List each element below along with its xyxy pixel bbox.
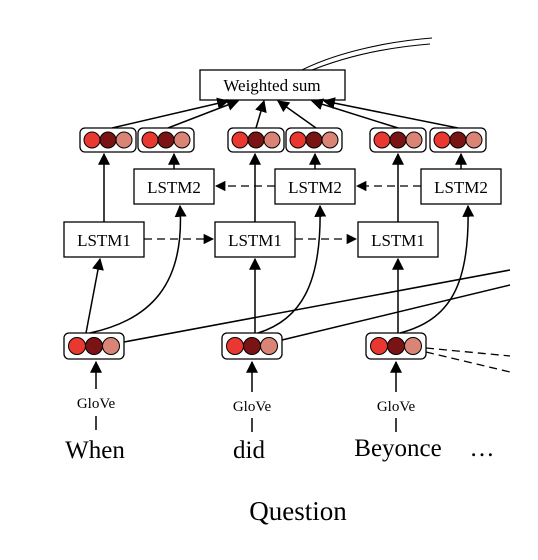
lstm1-label-1: LSTM1 xyxy=(77,231,131,250)
long-line-when xyxy=(123,269,511,343)
token-did: did xyxy=(233,437,265,464)
token-beyonce: Beyonce xyxy=(354,435,441,462)
lstm2-label-2: LSTM2 xyxy=(288,178,342,197)
word-vector-when xyxy=(63,332,125,360)
outgoing-line-2 xyxy=(304,43,431,74)
long-line-did xyxy=(281,284,511,341)
word-to-lstm2-curve-3 xyxy=(399,204,475,334)
lstm1-box-3 xyxy=(357,221,439,258)
token-when: When xyxy=(65,437,125,464)
lstm1-label-3: LSTM1 xyxy=(371,231,425,250)
glove-label-1: GloVe xyxy=(77,396,116,412)
arrow-to-sum-3 xyxy=(255,99,267,129)
arrow-to-sum-4 xyxy=(277,100,317,129)
arrow-to-sum-1 xyxy=(111,97,230,129)
top-vector-1 xyxy=(79,127,137,153)
dashed-line-beyonce-1 xyxy=(425,347,511,357)
lstm1-box-1 xyxy=(63,221,145,258)
word-vector-did xyxy=(221,332,283,360)
word-to-lstm2-curve-1 xyxy=(89,204,187,334)
weighted-sum-box xyxy=(199,69,346,101)
weighted-sum-label: Weighted sum xyxy=(223,76,320,95)
arrow-to-sum-6 xyxy=(322,97,459,129)
glove-label-3: GloVe xyxy=(377,399,416,415)
glove-label-2: GloVe xyxy=(233,399,272,415)
token-ellipsis: … xyxy=(470,435,495,462)
lstm2-label-1: LSTM2 xyxy=(147,178,201,197)
word-to-lstm1-arrow-1 xyxy=(85,257,104,334)
arrow-to-sum-5 xyxy=(310,98,399,129)
top-vector-3 xyxy=(227,127,285,153)
top-vector-4 xyxy=(285,127,343,153)
lstm1-label-2: LSTM1 xyxy=(228,231,282,250)
lstm2-label-3: LSTM2 xyxy=(434,178,488,197)
lstm1-box-2 xyxy=(214,221,296,258)
top-vector-5 xyxy=(369,127,427,153)
outgoing-line-1 xyxy=(297,37,433,73)
caption: Question xyxy=(249,496,347,526)
arrow-to-sum-2 xyxy=(167,99,240,129)
word-to-lstm2-curve-2 xyxy=(257,204,327,334)
word-vector-beyonce xyxy=(365,332,427,360)
top-vector-2 xyxy=(137,127,195,153)
top-vector-6 xyxy=(429,127,487,153)
dashed-line-beyonce-2 xyxy=(425,351,511,373)
